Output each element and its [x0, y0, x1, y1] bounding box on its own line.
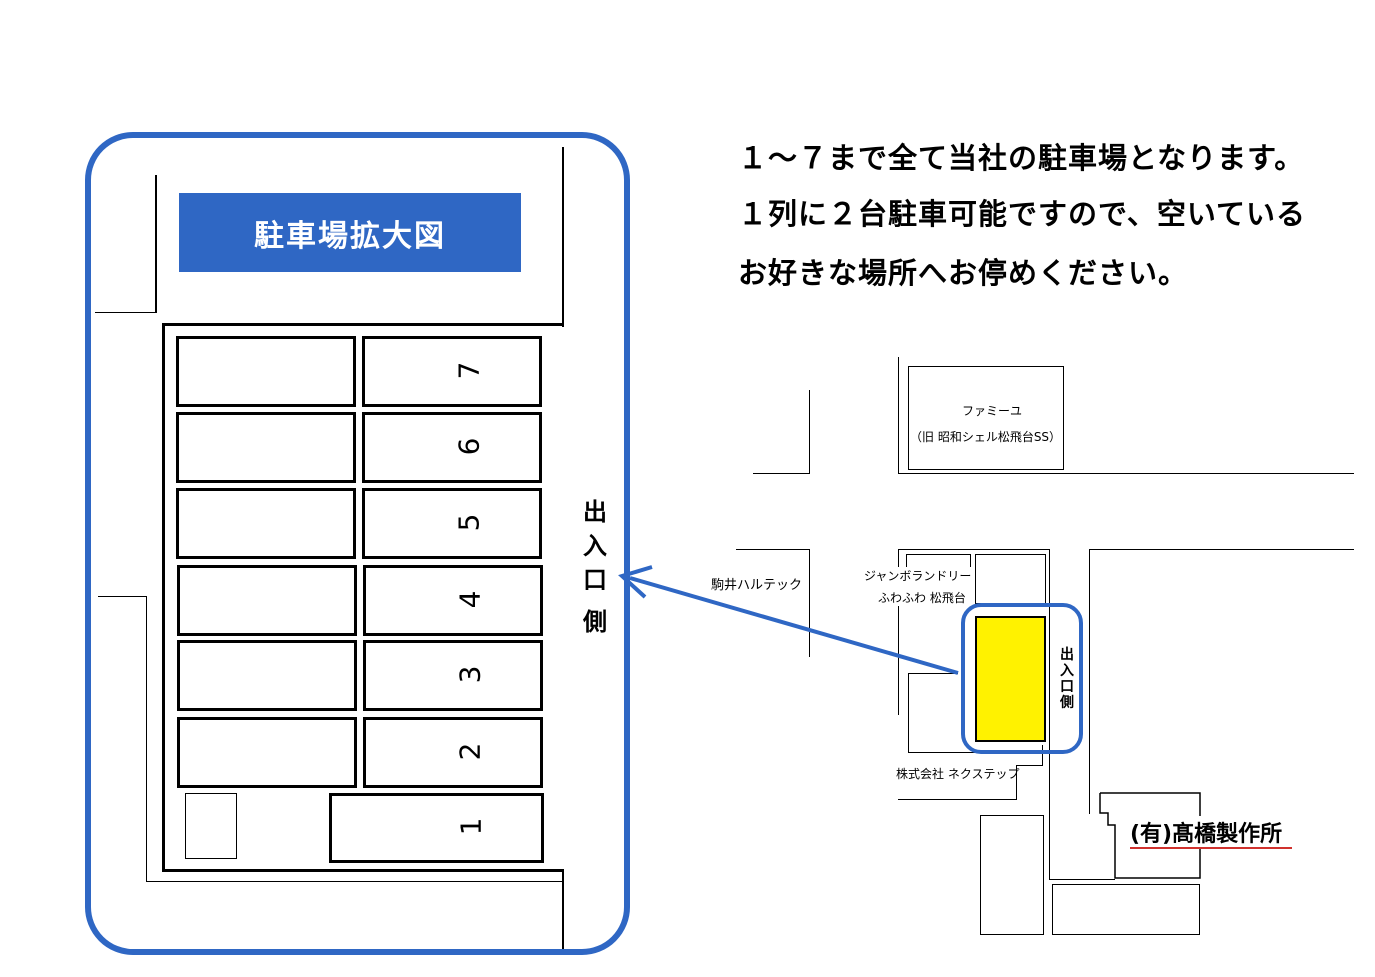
takahashi-label: (有)髙橋製作所 — [1130, 816, 1283, 848]
nextep-label: 株式会社 ネクステップ — [896, 767, 1020, 781]
parking-stall-left-6 — [176, 412, 356, 483]
lower-building-bottom — [1052, 884, 1200, 935]
famiyu-label: ファミーユ — [962, 404, 1023, 418]
takahashi-underline — [1130, 847, 1292, 849]
famiyu-former-label: （旧 昭和シェル松飛台SS） — [910, 430, 1062, 444]
laundry-label: ジャンボランドリー ふわふわ 松飛台 — [864, 567, 972, 606]
parking-stall-7: 7 — [362, 336, 542, 407]
parking-lot-circle — [961, 603, 1083, 754]
parking-stall-left-5 — [176, 488, 356, 559]
parking-stall-6: 6 — [362, 412, 542, 483]
area-entrance-label: 出 入 口 側 — [1060, 647, 1074, 711]
entrance-side-label: 出 入 口 側 — [583, 498, 607, 636]
small-structure — [185, 793, 237, 859]
parking-stall-3: 3 — [363, 640, 543, 711]
famiyu-building — [908, 366, 1064, 470]
message-line-2: １列に２台駐車可能ですので、空いている — [738, 197, 1306, 231]
parking-stall-2: 2 — [363, 717, 543, 788]
parking-stall-left-2 — [177, 717, 357, 788]
parking-stall-1: 1 — [329, 793, 544, 863]
enlarged-map-title: 駐車場拡大図 — [179, 193, 521, 272]
parking-lot-highlight — [975, 616, 1046, 742]
parking-stall-left-4 — [177, 565, 357, 636]
enlarged-map-frame — [85, 132, 630, 955]
message-line-3: お好きな場所へお停めください。 — [738, 256, 1189, 290]
adjacent-building — [975, 554, 1046, 604]
lower-building-left — [980, 815, 1044, 935]
parking-stall-5: 5 — [362, 488, 542, 559]
parking-stall-left-7 — [176, 336, 356, 407]
message-line-1: １～７まで全て当社の駐車場となります。 — [738, 141, 1305, 175]
komai-label: 駒井ハルテック — [711, 578, 803, 593]
parking-stall-4: 4 — [363, 565, 543, 636]
parking-stall-left-3 — [177, 640, 357, 711]
